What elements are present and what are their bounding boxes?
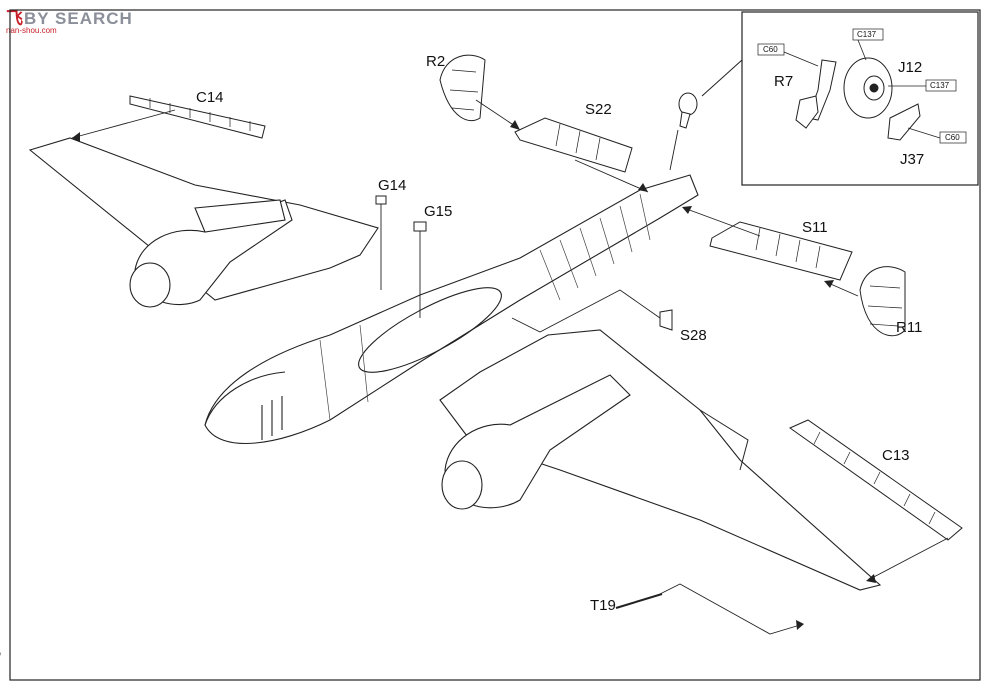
part-label-s22: S22 (585, 101, 612, 118)
watermark-url: nan-shou.com (6, 26, 57, 35)
c60-top-leader (783, 51, 819, 67)
part-label-s11: S11 (802, 219, 828, 236)
t19-part (615, 593, 663, 609)
c13-aileron-part (788, 419, 963, 541)
g14-part (375, 195, 387, 205)
s11-stabilizer-part (709, 221, 853, 281)
s28-part (659, 309, 673, 331)
right-flap-edge (699, 409, 749, 471)
s22-stabilizer-part (514, 117, 633, 173)
part-label-g15: G15 (424, 203, 452, 220)
part-label-c13: C13 (882, 447, 910, 464)
s28-leader (511, 289, 661, 333)
inset-frame (741, 11, 979, 186)
c60-bottom-leader (907, 127, 941, 139)
part-label-g14: G14 (378, 177, 406, 194)
c14-arrow (72, 132, 80, 142)
part-label-t19: T19 (590, 597, 616, 614)
s22-leader (574, 159, 649, 193)
r2-leader (475, 99, 519, 129)
right-wing (439, 329, 882, 591)
r11-rudder-part (859, 266, 906, 337)
part-label-s28: S28 (680, 327, 707, 344)
part-label-c14: C14 (196, 89, 224, 106)
c137-top-leader (857, 39, 867, 61)
c13-leader (867, 537, 949, 581)
tail-wheel-leader (669, 129, 679, 171)
part-label-j12: J12 (898, 59, 922, 76)
part-label-r7: R7 (774, 73, 793, 90)
g15-part (413, 221, 427, 232)
c60-bottom-box (939, 131, 967, 144)
part-label-j37: J37 (900, 151, 924, 168)
inset-leader (701, 59, 743, 97)
left-engine-nacelle (129, 199, 293, 308)
r2-rudder-part (439, 54, 486, 122)
tail-wheel-part (678, 92, 698, 129)
r2-arrow (510, 120, 520, 130)
fuselage-panel-lines (319, 193, 651, 421)
r11-arrow (824, 280, 834, 288)
s22-arrow (638, 183, 648, 192)
t19-arrow (796, 620, 804, 630)
c60-top-box (757, 43, 785, 56)
c137-top-box (852, 28, 884, 41)
part-label-r2: R2 (426, 53, 445, 70)
c13-arrow (866, 574, 876, 583)
c14-aileron-part (129, 95, 266, 139)
page-number: 9 (0, 650, 4, 658)
fuselage (204, 174, 699, 444)
right-engine-nacelle (441, 374, 631, 510)
t19-leader (659, 583, 801, 635)
s11-leader (683, 207, 761, 237)
main-wheel-assembly (795, 57, 921, 141)
c14-leader (71, 109, 176, 139)
c60-bottom-label: C60 (945, 133, 960, 142)
page-frame (9, 9, 981, 681)
c60-top-label: C60 (763, 45, 778, 54)
s11-arrow (682, 206, 692, 214)
c137-top-label: C137 (857, 30, 877, 39)
c137-right-box (925, 79, 957, 92)
c137-right-label: C137 (930, 81, 950, 90)
part-label-r11: R11 (896, 319, 922, 336)
watermark-en: BY SEARCH (24, 9, 133, 28)
